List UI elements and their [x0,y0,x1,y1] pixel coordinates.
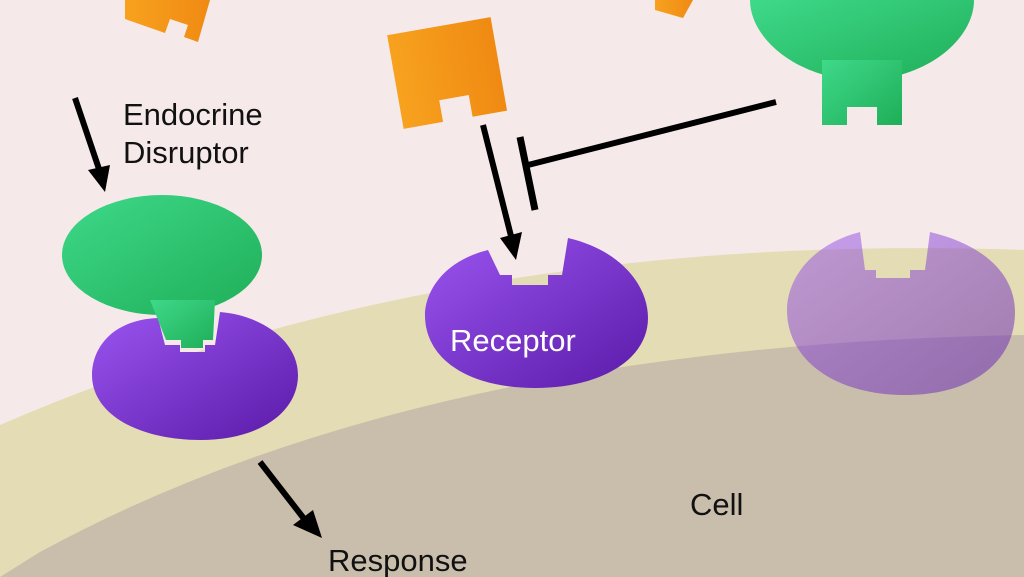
disruptor-top-right [750,0,974,125]
cell-interior [0,335,1024,577]
hormone-top-left [125,0,210,42]
inhibition-line [516,99,777,211]
receptor-free: Receptor [425,238,648,388]
receptor-label: Receptor [450,323,576,358]
arrow-hormone-to-receptor [480,124,522,260]
hormone-top-right [655,0,693,18]
cell-label: Cell [690,487,743,522]
hormone-top-center [387,17,508,129]
receptor-faded [787,232,1015,395]
disruptor-bound [62,195,262,348]
response-label: Response [328,543,468,577]
arrow-disruptor-down [72,97,110,192]
receptor-bound [92,312,298,440]
arrow-response [257,460,322,538]
disruptor-label: Disruptor [123,135,249,170]
endocrine-label: Endocrine [123,97,263,132]
